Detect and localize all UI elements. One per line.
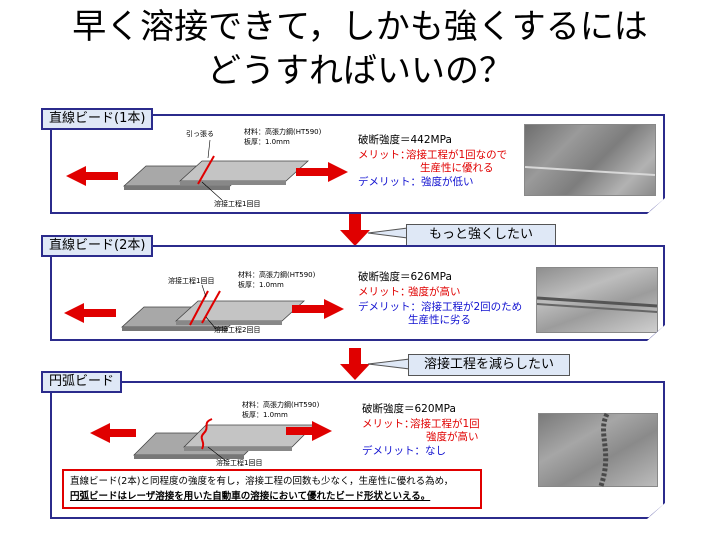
- demerit-line1-2: デメリット：溶接工程が2回のため: [358, 301, 523, 313]
- conclusion-line-1: 直線ビード(2本)と同程度の強度を有し，溶接工程の回数も少なく，生産性に優れる為…: [70, 476, 454, 487]
- conclusion-line-2: 円弧ビードはレーザ溶接を用いた自動車の溶接において優れたビード形状といえる。: [70, 491, 431, 502]
- down-arrow-icon-2: [340, 348, 370, 380]
- page-fold-icon: [647, 503, 665, 519]
- title-line-2: どうすればいいの？: [207, 51, 513, 91]
- demerit-text-3: デメリット：なし: [362, 445, 446, 457]
- thickness-text-3: 板厚：1.0mm: [242, 411, 288, 419]
- material-text-1: 材料：高張力鋼(HT590): [244, 128, 322, 136]
- panel-straight-bead-1: 引っ張る 材料：高張力鋼(HT590) 板厚：1.0mm 溶接工程1回目 破断強…: [50, 114, 665, 214]
- merit-line1-2: 強度が高い: [408, 286, 461, 298]
- weld-photo-2: [536, 267, 658, 333]
- weld-label-3: 溶接工程1回目: [216, 459, 263, 467]
- panel-arc-bead: 材料：高張力鋼(HT590) 板厚：1.0mm 溶接工程1回目 破断強度＝620…: [50, 381, 665, 519]
- thickness-text-2: 板厚：1.0mm: [238, 281, 284, 289]
- weld-label-1: 溶接工程1回目: [214, 200, 261, 208]
- pull-label: 引っ張る: [186, 130, 214, 138]
- thickness-text-1: 板厚：1.0mm: [244, 138, 290, 146]
- title-line-1: 早く溶接できて，しかも強くするには: [72, 7, 648, 47]
- merit-line2-3: 強度が高い: [426, 431, 479, 443]
- panel-label-1: 直線ビード(1本): [41, 108, 154, 130]
- merit-label-1: メリット：: [358, 149, 411, 161]
- weld-photo-1: [524, 124, 656, 196]
- strength-text-1: 破断強度＝442MPa: [358, 134, 452, 146]
- strength-text-3: 破断強度＝620MPa: [362, 403, 456, 415]
- page-fold-icon: [647, 198, 665, 214]
- merit-line1-3: 溶接工程が1回: [410, 418, 480, 430]
- callout-pointer-2: [367, 358, 411, 370]
- specimen-diagram-2: [64, 284, 344, 331]
- specimen-diagram-1: [66, 139, 348, 201]
- weld-label-2b: 溶接工程2回目: [214, 326, 261, 334]
- callout-pointer-1: [367, 227, 409, 239]
- merit-label-3: メリット：: [362, 418, 415, 430]
- merit-line1-1: 溶接工程が1回なので: [406, 149, 508, 161]
- demerit-text-1: デメリット：強度が低い: [358, 176, 474, 188]
- conclusion-box: 直線ビード(2本)と同程度の強度を有し，溶接工程の回数も少なく，生産性に優れる為…: [62, 469, 482, 509]
- merit-line2-1: 生産性に優れる: [420, 162, 494, 174]
- strength-text-2: 破断強度＝626MPa: [358, 271, 452, 283]
- material-text-2: 材料：高張力鋼(HT590): [238, 271, 316, 279]
- specimen-diagram-3: [90, 418, 332, 462]
- down-arrow-icon-1: [340, 214, 370, 246]
- merit-label-2: メリット：: [358, 286, 411, 298]
- callout-reduce-steps: 溶接工程を減らしたい: [408, 354, 570, 376]
- panel-label-2: 直線ビード(2本): [41, 235, 154, 257]
- callout-more-strength: もっと強くしたい: [406, 224, 556, 246]
- panel-label-3: 円弧ビード: [41, 371, 123, 393]
- panel-straight-bead-2: 溶接工程1回目 材料：高張力鋼(HT590) 板厚：1.0mm 溶接工程2回目 …: [50, 245, 665, 341]
- demerit-line2-2: 生産性に劣る: [408, 314, 471, 326]
- weld-photo-3: [538, 412, 658, 487]
- material-text-3: 材料：高張力鋼(HT590): [242, 401, 320, 409]
- page-fold-icon: [647, 325, 665, 341]
- weld-label-2a: 溶接工程1回目: [168, 277, 215, 285]
